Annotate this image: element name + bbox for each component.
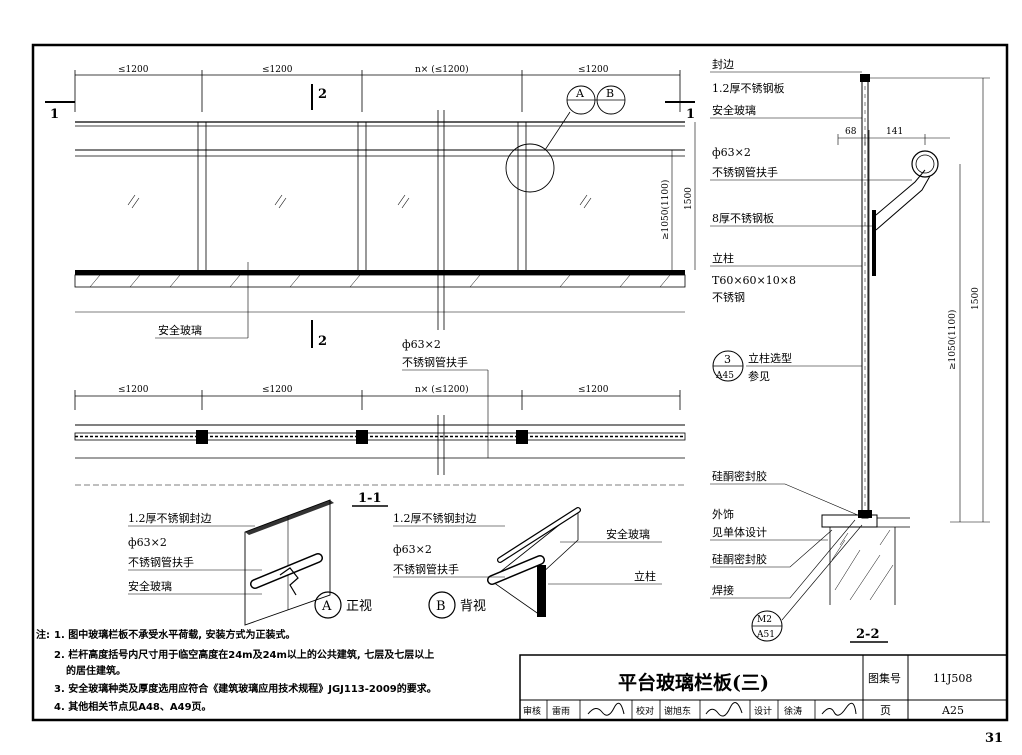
sheet-title: 平台玻璃栏板(三) (618, 671, 769, 694)
sec-label-6: 8厚不锈钢板 (712, 211, 774, 225)
sec-lower-2: 外饰 (712, 507, 734, 521)
detail-a: 1.2厚不锈钢封边 ф63×2 不锈钢管扶手 安全玻璃 A 正视 (128, 499, 372, 626)
section-2-2: 68 141 1500 ≥1050(1100) 封边 1.2厚不锈钢板 安全玻璃… (710, 57, 990, 643)
elev-dim-1: ≤1200 (118, 65, 149, 75)
notes-block: 注: 1. 图中玻璃栏板不承受水平荷载, 安装方式为正装式。 2. 栏杆高度括号… (36, 628, 437, 713)
detail-a-caption: 正视 (346, 599, 372, 614)
section-title: 2-2 (856, 627, 880, 642)
tb-checker: 谢旭东 (664, 705, 691, 717)
detail-a-label-2: ф63×2 (128, 536, 167, 549)
section-mark-2-bottom: 2 (318, 334, 327, 349)
plan-view: ф63×2 不锈钢管扶手 ≤1200 ≤1200 n× (≤1200) ≤120… (74, 338, 686, 507)
note-4: 4. 其他相关节点见A48、A49页。 (54, 700, 212, 713)
sec-label-4: ф63×2 (712, 146, 751, 159)
sec-lower-1: 硅酮密封胶 (712, 469, 767, 483)
sec-label-9: 不锈钢 (712, 291, 745, 304)
sec-ref2-page: A51 (756, 630, 775, 640)
detail-a-label-1: 1.2厚不锈钢封边 (128, 511, 212, 525)
elev-total-dim: 1500 (684, 187, 694, 210)
sec-dim-141: 141 (886, 127, 903, 137)
detail-b-label-2: ф63×2 (393, 543, 432, 556)
note-2b: 的居住建筑。 (66, 664, 126, 677)
sec-dim-1050: ≥1050(1100) (947, 310, 958, 370)
detail-b-label-1: 1.2厚不锈钢封边 (393, 511, 477, 525)
detail-a-circle: A (321, 599, 332, 614)
elev-dim-3: n× (≤1200) (415, 64, 469, 75)
elev-dim-2: ≤1200 (262, 65, 293, 75)
tb-sig-3 (821, 702, 857, 716)
notes-head: 注: (36, 628, 50, 641)
detail-b: 1.2厚不锈钢封边 ф63×2 不锈钢管扶手 安全玻璃 立柱 B 背视 (393, 507, 662, 619)
tb-designer: 徐涛 (784, 705, 802, 717)
sec-ref2-num: M2 (757, 615, 772, 625)
sec-ref-page: A45 (715, 371, 734, 381)
tb-design: 设计 (754, 705, 772, 717)
section-mark-2-top: 2 (318, 87, 327, 102)
atlas-label: 图集号 (868, 671, 901, 685)
sec-label-5: 不锈钢管扶手 (712, 165, 778, 179)
plan-handrail-name: 不锈钢管扶手 (402, 355, 468, 369)
sec-label-1: 封边 (712, 57, 734, 71)
elevation-view: ≤1200 ≤1200 n× (≤1200) ≤1200 (45, 64, 696, 349)
tb-review: 审核 (523, 705, 541, 717)
detail-ref-b: B (606, 87, 614, 100)
elev-glass-label: 安全玻璃 (158, 323, 202, 337)
tb-sig-1 (587, 702, 625, 716)
page-no: A25 (941, 704, 964, 717)
tb-reviewer: 雷雨 (552, 706, 570, 717)
tb-sig-2 (705, 702, 743, 717)
sec-label-3: 安全玻璃 (712, 103, 756, 117)
plan-title: 1-1 (358, 491, 382, 506)
elev-height-dim: ≥1050(1100) (660, 180, 671, 240)
plan-dim-2: ≤1200 (262, 385, 293, 395)
page-label: 页 (880, 704, 891, 717)
detail-b-right-1: 安全玻璃 (606, 527, 650, 541)
plan-handrail-spec: ф63×2 (402, 338, 441, 351)
section-mark-1-right: 1 (686, 107, 695, 122)
note-2: 2. 栏杆高度括号内尺寸用于临空高度在24m及24m以上的公共建筑, 七层及七层… (54, 648, 434, 661)
sec-dim-68: 68 (845, 127, 857, 137)
detail-ref-a: A (575, 87, 585, 100)
atlas-no: 11J508 (933, 672, 972, 685)
sec-ref-text1: 立柱选型 (748, 351, 792, 365)
elev-dim-4: ≤1200 (578, 65, 609, 75)
note-1: 1. 图中玻璃栏板不承受水平荷载, 安装方式为正装式。 (54, 628, 296, 641)
note-3: 3. 安全玻璃种类及厚度选用应符合《建筑玻璃应用技术规程》JGJ113-2009… (54, 682, 437, 695)
sec-lower-4: 硅酮密封胶 (712, 552, 767, 566)
plan-dim-4: ≤1200 (578, 385, 609, 395)
section-mark-1-left: 1 (50, 107, 59, 122)
sec-ref-num: 3 (724, 353, 731, 366)
plan-dim-3: n× (≤1200) (415, 384, 469, 395)
detail-b-label-3: 不锈钢管扶手 (393, 562, 459, 576)
page-number: 31 (985, 731, 1003, 746)
sec-ref-text2: 参见 (748, 369, 770, 383)
detail-b-circle: B (436, 599, 446, 614)
sec-label-7: 立柱 (712, 251, 734, 265)
plan-dim-1: ≤1200 (118, 385, 149, 395)
tb-check: 校对 (636, 705, 654, 717)
sec-dim-1500: 1500 (971, 287, 981, 310)
sec-lower-3: 见单体设计 (712, 525, 767, 539)
detail-a-label-3: 不锈钢管扶手 (128, 555, 194, 569)
sec-label-2: 1.2厚不锈钢板 (712, 81, 785, 95)
sec-lower-5: 焊接 (712, 583, 734, 597)
title-block: 平台玻璃栏板(三) 图集号 11J508 页 A25 审核 雷雨 校对 谢旭东 … (519, 654, 1008, 721)
detail-a-label-4: 安全玻璃 (128, 579, 172, 593)
detail-b-right-2: 立柱 (634, 569, 656, 583)
detail-b-caption: 背视 (460, 599, 486, 614)
sec-label-8: T60×60×10×8 (712, 274, 796, 287)
